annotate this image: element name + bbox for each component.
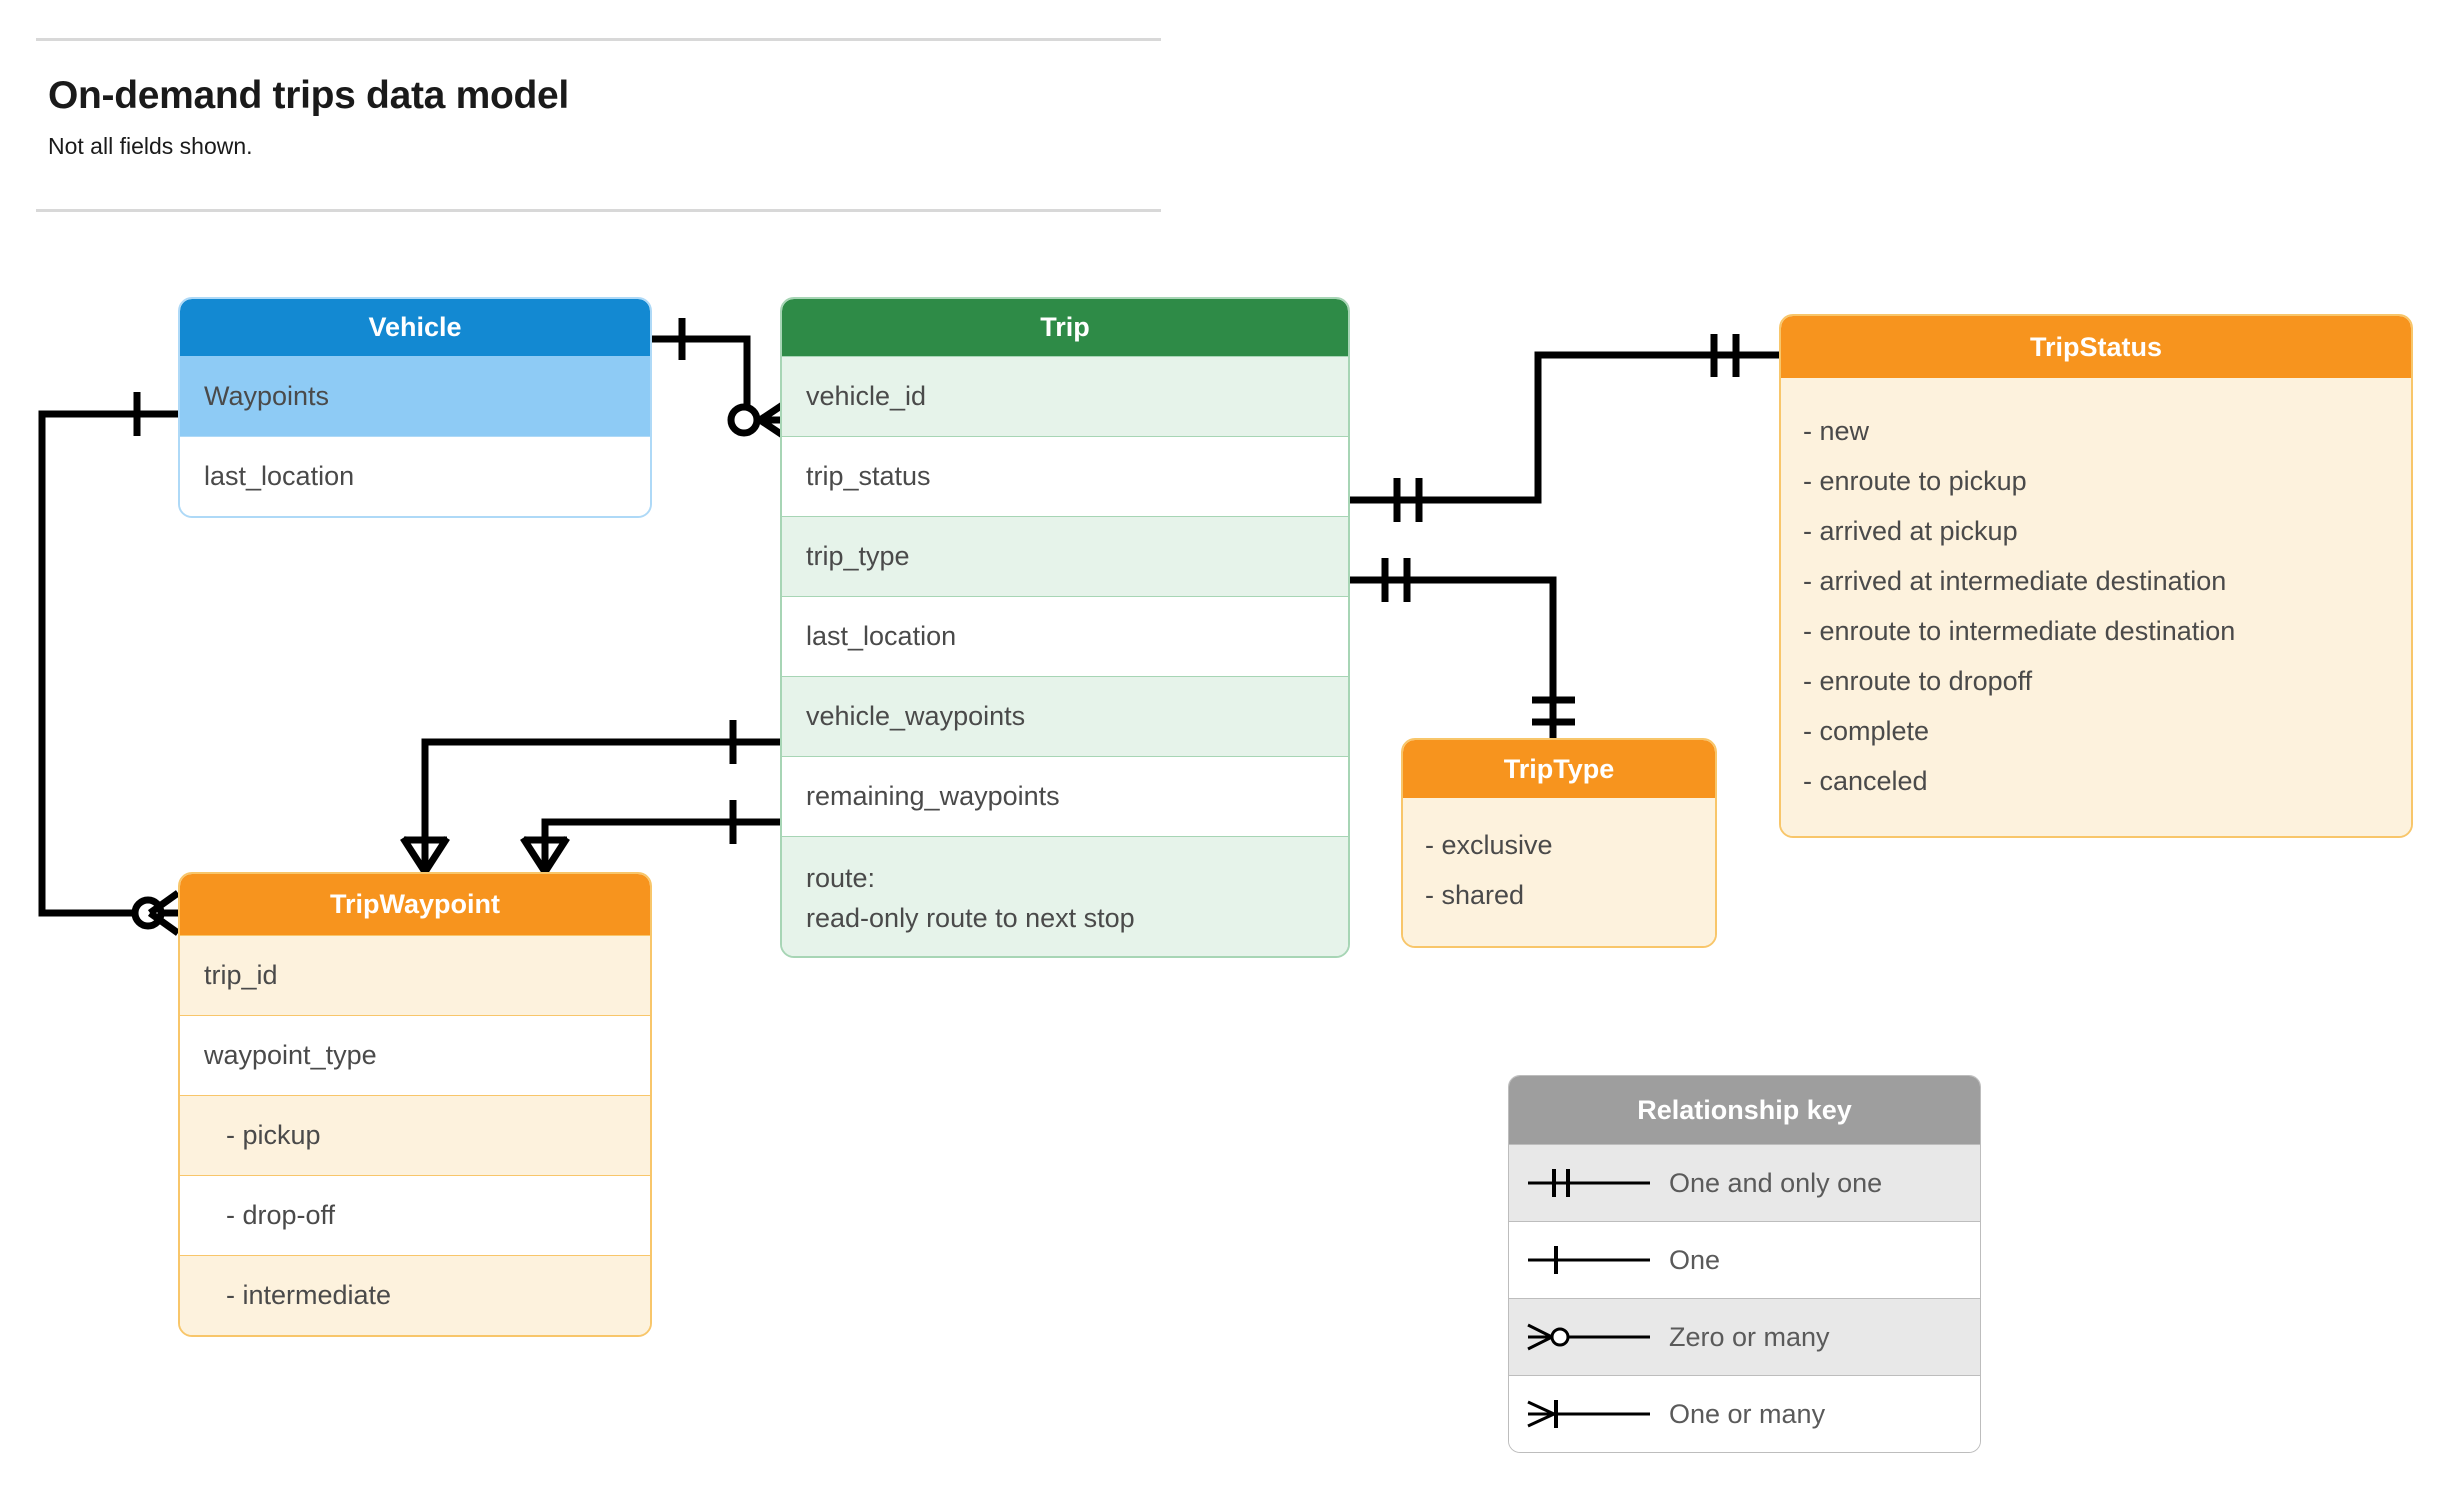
- relationship-key-legend: Relationship key One and only one One: [1508, 1075, 1981, 1453]
- legend-row-one-or-many: One or many: [1509, 1375, 1980, 1452]
- entity-tripwaypoint-field-trip-id[interactable]: trip_id: [180, 935, 650, 1015]
- legend-label: One and only one: [1669, 1167, 1883, 1198]
- one-icon: [1509, 1240, 1669, 1280]
- entity-tripwaypoint-value-dropoff: - drop-off: [180, 1175, 650, 1255]
- tripstatus-value: - enroute to intermediate destination: [1803, 616, 2236, 646]
- page-title: On-demand trips data model: [48, 74, 569, 117]
- entity-trip-field-remaining-waypoints[interactable]: remaining_waypoints: [782, 756, 1348, 836]
- zero-or-many-icon: [1509, 1317, 1669, 1357]
- entity-triptype-values: - exclusive - shared: [1403, 798, 1715, 946]
- legend-row-one: One: [1509, 1221, 1980, 1298]
- entity-trip-field-vehicle-waypoints[interactable]: vehicle_waypoints: [782, 676, 1348, 756]
- triptype-value: - shared: [1425, 880, 1525, 910]
- entity-trip-field-route-label: route:: [806, 863, 876, 893]
- header-divider-top: [36, 38, 1161, 41]
- entity-trip-field-trip-status[interactable]: trip_status: [782, 436, 1348, 516]
- tripstatus-value: - new: [1803, 416, 1870, 446]
- entity-tripstatus-title: TripStatus: [1781, 316, 2411, 378]
- entity-vehicle[interactable]: Vehicle Waypoints last_location: [178, 297, 652, 518]
- entity-tripwaypoint[interactable]: TripWaypoint trip_id waypoint_type - pic…: [178, 872, 652, 1337]
- entity-trip-field-route-note: read-only route to next stop: [806, 902, 1135, 933]
- entity-trip-field-trip-type[interactable]: trip_type: [782, 516, 1348, 596]
- tripstatus-value: - arrived at intermediate destination: [1803, 566, 2227, 596]
- header-divider-bottom: [36, 209, 1161, 212]
- entity-trip-title: Trip: [782, 299, 1348, 356]
- entity-trip-field-route[interactable]: route: read-only route to next stop: [782, 836, 1348, 956]
- tripstatus-value: - enroute to pickup: [1803, 466, 2027, 496]
- entity-vehicle-title: Vehicle: [180, 299, 650, 356]
- entity-tripwaypoint-title: TripWaypoint: [180, 874, 650, 935]
- legend-row-zero-or-many: Zero or many: [1509, 1298, 1980, 1375]
- entity-triptype-title: TripType: [1403, 740, 1715, 798]
- legend-label: One or many: [1669, 1398, 1826, 1429]
- one-or-many-icon: [1509, 1394, 1669, 1434]
- triptype-value: - exclusive: [1425, 830, 1553, 860]
- entity-trip-field-last-location[interactable]: last_location: [782, 596, 1348, 676]
- tripstatus-value: - arrived at pickup: [1803, 516, 2018, 546]
- tripstatus-value: - complete: [1803, 716, 1930, 746]
- entity-triptype[interactable]: TripType - exclusive - shared: [1401, 738, 1717, 948]
- entity-vehicle-field-last-location[interactable]: last_location: [180, 436, 650, 516]
- legend-title: Relationship key: [1509, 1076, 1980, 1144]
- entity-tripwaypoint-value-intermediate: - intermediate: [180, 1255, 650, 1335]
- entity-tripstatus[interactable]: TripStatus - new - enroute to pickup - a…: [1779, 314, 2413, 838]
- entity-vehicle-field-waypoints[interactable]: Waypoints: [180, 356, 650, 436]
- page-subtitle: Not all fields shown.: [48, 133, 253, 159]
- entity-tripwaypoint-value-pickup: - pickup: [180, 1095, 650, 1175]
- legend-row-one-and-only-one: One and only one: [1509, 1144, 1980, 1221]
- legend-label: One: [1669, 1244, 1721, 1275]
- tripstatus-value: - canceled: [1803, 766, 1928, 796]
- entity-trip-field-vehicle-id[interactable]: vehicle_id: [782, 356, 1348, 436]
- entity-tripstatus-values: - new - enroute to pickup - arrived at p…: [1781, 378, 2411, 836]
- entity-tripwaypoint-field-waypoint-type[interactable]: waypoint_type: [180, 1015, 650, 1095]
- entity-trip[interactable]: Trip vehicle_id trip_status trip_type la…: [780, 297, 1350, 958]
- one-and-only-one-icon: [1509, 1163, 1669, 1203]
- legend-label: Zero or many: [1669, 1321, 1830, 1352]
- tripstatus-value: - enroute to dropoff: [1803, 666, 2033, 696]
